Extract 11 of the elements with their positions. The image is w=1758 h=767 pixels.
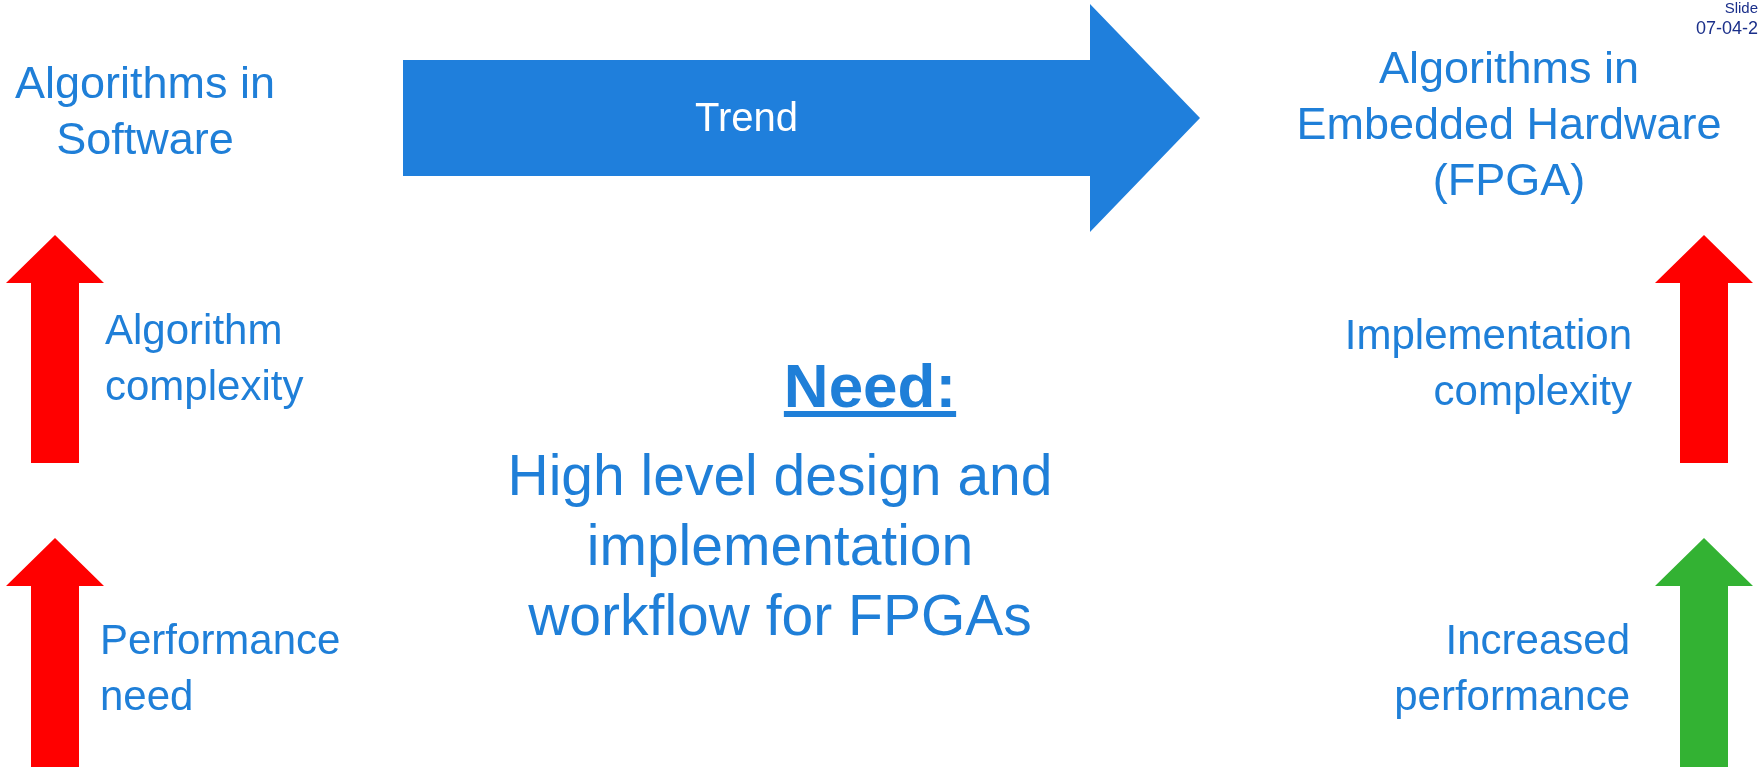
- arrow-caption: Performance need: [100, 615, 342, 721]
- node-label: Algorithms in Embedded Hardware (FPGA): [1295, 41, 1723, 207]
- arrow-caption: Implementation complexity: [1343, 310, 1632, 416]
- block-arrow: [403, 4, 1200, 232]
- slide-label: Slide: [1724, 0, 1758, 16]
- arrow-caption: Increased performance: [1393, 615, 1630, 721]
- heading: Need:: [782, 350, 958, 421]
- arrow-caption: Algorithm complexity: [105, 305, 305, 411]
- date-label: 07-04-2: [1695, 18, 1758, 39]
- body-text: High level design and implementation workflow for FPGAs: [506, 442, 1054, 649]
- node-label: Algorithms in Software: [13, 56, 277, 166]
